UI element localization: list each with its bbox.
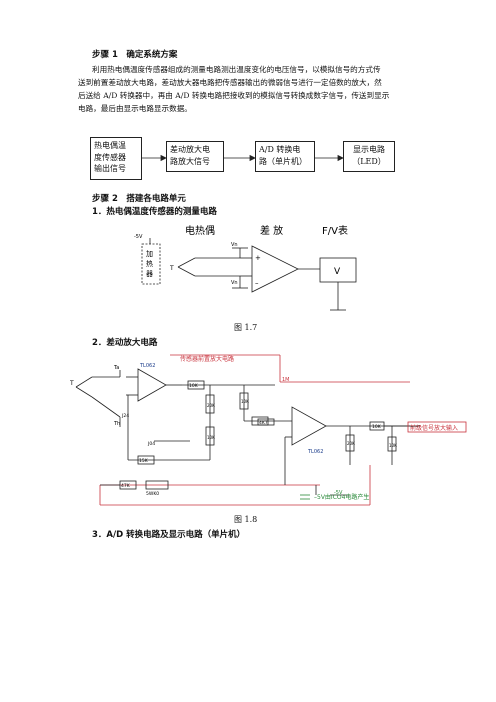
step2-sub1: 1．热电偶温度传感器的测量电路 — [92, 207, 217, 217]
block-text: 热电偶温 — [94, 141, 126, 150]
heater-text: 加 — [146, 249, 153, 258]
caption-fig-1-8: 图 1.8 — [234, 515, 258, 524]
step1-heading: 步骤 1 确定系统方案 — [92, 50, 178, 60]
component-label: 4K7 — [259, 420, 268, 426]
component-label: 15K — [139, 458, 149, 464]
block-text: 显示电路 — [353, 145, 385, 154]
block-text: 路放大信号 — [170, 156, 210, 166]
meter-label: V — [334, 267, 341, 277]
component-label: T — [70, 380, 74, 387]
fig18-output-label: 前级信号放大输入 — [410, 424, 458, 432]
block-text: 差动放大电 — [170, 145, 210, 154]
component-label: 10K — [207, 435, 215, 440]
component-label: J24 — [121, 413, 129, 419]
component-label: J04 — [147, 441, 155, 447]
caption-fig-1-7: 图 1.7 — [234, 323, 258, 332]
component-label: 1M — [282, 377, 290, 383]
output-box — [407, 421, 467, 433]
component-label: 10K — [389, 443, 397, 448]
step2-sub2: 2．差动放大电路 — [92, 338, 158, 348]
block-text: 度传感器 — [94, 152, 126, 162]
component-label: 10K — [241, 399, 249, 404]
para-line: 后送给 A/D 转换器中，再由 A/D 转换电路把接收到的模拟信号转换成数字信号… — [78, 91, 390, 100]
component-label: 10K — [189, 383, 199, 389]
fig18-note: –5V由ICO4电路产生 — [314, 493, 369, 501]
heater-text: 器 — [146, 270, 153, 278]
step2-heading: 步骤 2 搭建各电路单元 — [92, 194, 186, 204]
heater-text: 热 — [146, 259, 153, 268]
block-amplifier: 差动放大电 路放大信号 — [166, 141, 224, 172]
component-label: 47K — [121, 483, 131, 489]
pin-label: T — [169, 265, 174, 272]
para-line: 送到前置差动放大电路，差动放大器电路把传感器输出的微弱信号进行一定倍数的放大，然 — [78, 78, 382, 87]
pin-label: Vn — [231, 242, 238, 248]
label-diff-amp: 差 放 — [260, 224, 283, 237]
block-display: 显示电路 （LED） — [343, 141, 395, 172]
block-text: 输出信号 — [94, 164, 126, 173]
block-adc: A/D 转换电 路（单片机） — [255, 141, 315, 172]
step1-paragraph: 利用热电偶温度传感器组成的测量电路测出温度变化的电压信号，以模拟信号的方式传 送… — [78, 63, 418, 115]
pin-label: Vn — [231, 280, 238, 286]
pin-label: – — [255, 279, 259, 287]
pin-label: + — [255, 254, 261, 262]
component-label: Ta — [113, 365, 119, 371]
component-label: Th — [113, 421, 120, 427]
component-label: 5WK0 — [146, 491, 159, 497]
component-label: TL062 — [307, 449, 323, 455]
block-text: 路（单片机） — [259, 156, 307, 166]
step2-sub3: 3．A/D 转换电路及显示电路（单片机） — [92, 530, 246, 540]
component-label: -5V — [334, 490, 343, 496]
component-label: TL062 — [139, 363, 155, 369]
label-fv-meter: F/V表 — [322, 224, 348, 237]
para-line: 利用热电偶温度传感器组成的测量电路测出温度变化的电压信号，以模拟信号的方式传 — [92, 65, 381, 74]
figure-1-8: 传感器前置放大电路 前级信号放大输入 –5V由ICO4电路产生 TL062 TL… — [70, 354, 467, 506]
component-label: 10K — [372, 424, 382, 430]
block-text: A/D 转换电 — [259, 145, 301, 154]
pin-label: -5V — [134, 234, 143, 240]
block-sensor: 热电偶温 度传感器 输出信号 — [90, 137, 142, 180]
component-label: 20K — [207, 403, 215, 408]
figure-1-7: 电热偶 差 放 F/V表 -5V 加 热 器 T Vn Vn + – V — [134, 224, 357, 311]
component-label: 20K — [347, 441, 355, 446]
label-thermocouple: 电热偶 — [185, 224, 215, 237]
fig18-title: 传感器前置放大电路 — [180, 355, 234, 363]
para-line: 电路，最后由显示电路显示数据。 — [78, 104, 192, 113]
block-text: （LED） — [352, 156, 386, 166]
